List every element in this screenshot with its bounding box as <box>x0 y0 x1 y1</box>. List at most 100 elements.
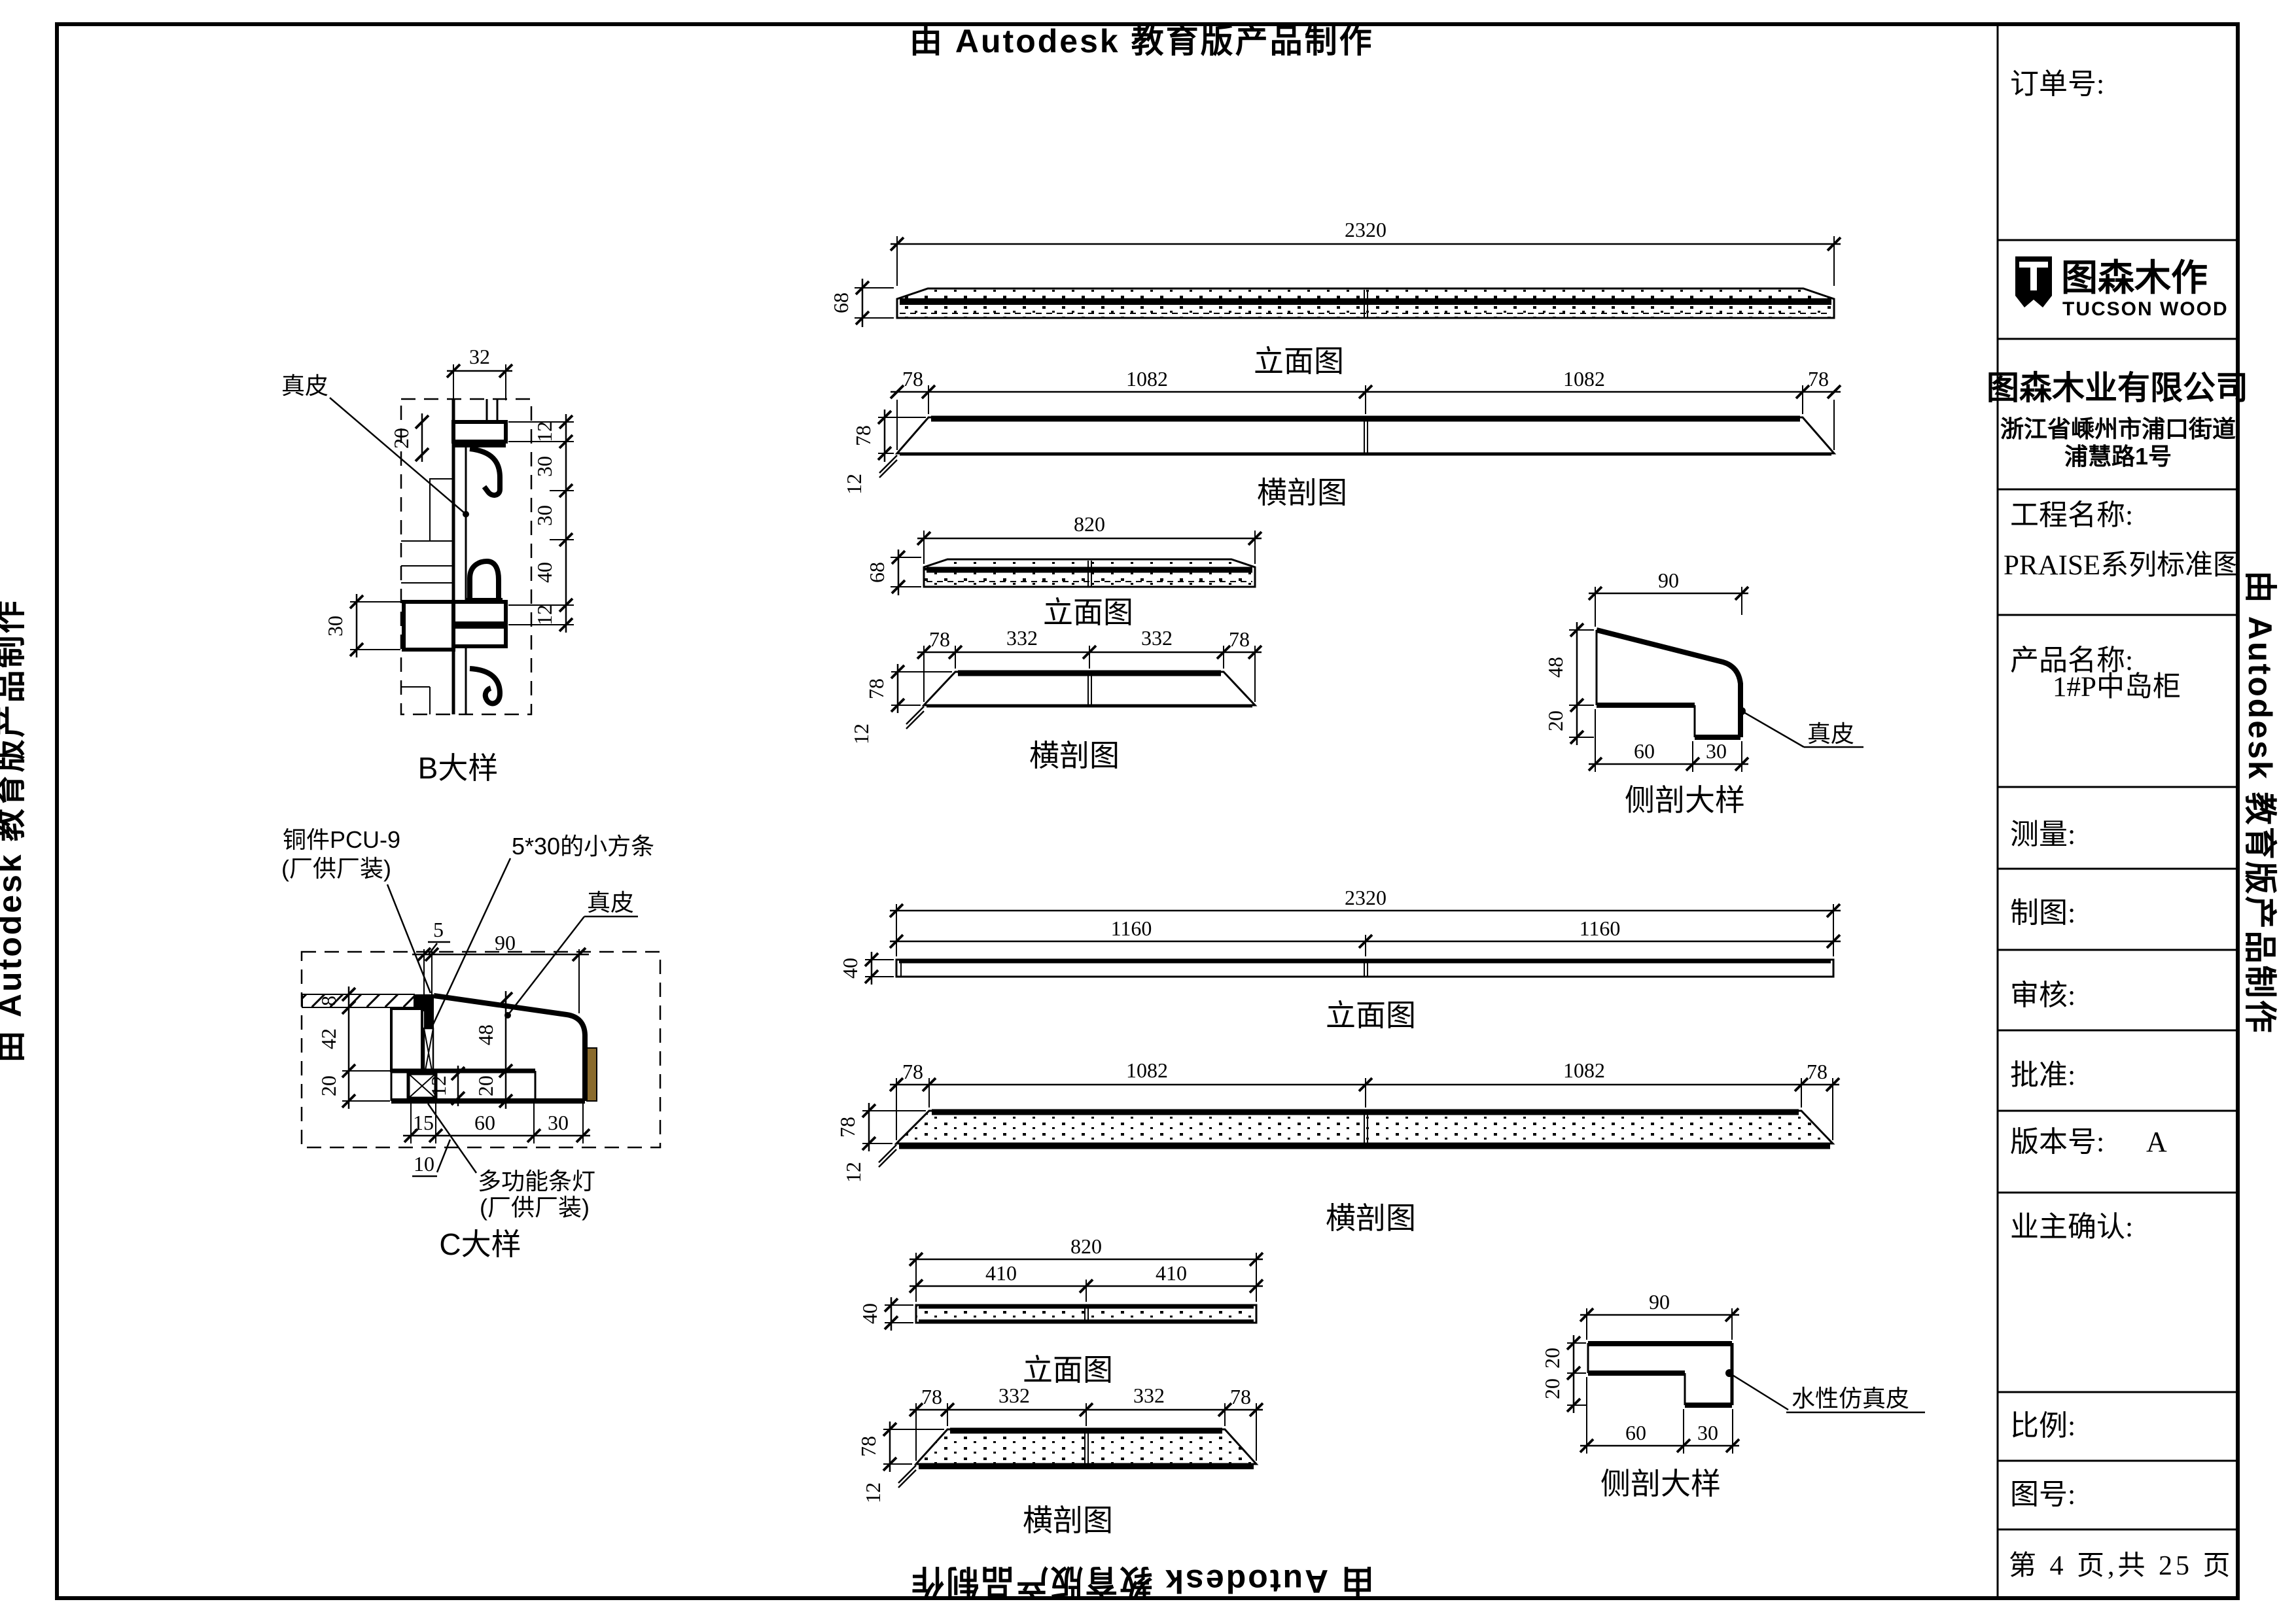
dim-text: 12 <box>533 421 556 442</box>
scale-label: 比例: <box>2010 1410 2075 1442</box>
copper-label: 铜件PCU-9 <box>283 826 400 853</box>
dim-text: 332 <box>998 1384 1030 1407</box>
detail-title: C大样 <box>439 1227 521 1261</box>
logo-en: TUCSON WOOD <box>2062 298 2229 320</box>
company-address-1: 浙江省嵊州市浦口街道 <box>2000 415 2236 442</box>
dim-text: 48 <box>474 1024 497 1045</box>
detail-title: B大样 <box>418 751 499 785</box>
dim-text: 12 <box>841 1162 865 1183</box>
dim-text: 78 <box>851 425 875 446</box>
dim-text: 32 <box>469 345 490 368</box>
dim-text: 12 <box>849 724 873 744</box>
version-label: 版本号: <box>2010 1126 2104 1158</box>
view1-elevation: 2320 68 立面图 <box>829 218 1842 378</box>
dim-text: 30 <box>533 456 556 477</box>
review-label: 审核: <box>2010 979 2075 1011</box>
view-label: 横剖图 <box>1257 476 1347 510</box>
dim-text: 78 <box>1230 1385 1251 1408</box>
banner-left: 由 Autodesk 教育版产品制作 <box>0 599 28 1063</box>
tucson-logo: 图森木作 TUCSON WOOD <box>2015 256 2229 320</box>
dim-text: 1082 <box>1563 367 1605 391</box>
banner-right: 由 Autodesk 教育版产品制作 <box>2242 570 2278 1035</box>
title-block: 订单号: 图森木作 TUCSON WOOD 图森木业有限公司 浙江省嵊州市浦口街… <box>1987 24 2248 1598</box>
dim-text: 12 <box>533 604 556 625</box>
dim-text: 30 <box>1706 739 1727 763</box>
dim-text: 42 <box>317 1028 340 1049</box>
dim-text: 78 <box>902 367 923 391</box>
dim-text: 1082 <box>1126 1058 1168 1082</box>
view4-section: 78 332 332 78 78 12 横剖图 <box>849 626 1263 773</box>
dim-text: 78 <box>1808 367 1829 391</box>
project-label: 工程名称: <box>2010 499 2133 531</box>
dim-text: 12 <box>427 1075 450 1096</box>
dim-text: 30 <box>1697 1421 1718 1444</box>
dim-text: 20 <box>474 1075 497 1096</box>
detail-c: 5 90 8 42 20 48 20 12 <box>281 826 662 1261</box>
dim-text: 12 <box>842 474 866 495</box>
view-label: 立面图 <box>1326 998 1416 1032</box>
leather-label: 真皮 <box>587 889 634 916</box>
light-label: 多功能条灯 <box>478 1168 595 1195</box>
banner-top: 由 Autodesk 教育版产品制作 <box>910 23 1374 60</box>
dim-text: 410 <box>985 1261 1017 1285</box>
dim-text: 68 <box>865 562 889 583</box>
detail-title: 侧剖大样 <box>1600 1467 1721 1501</box>
company-address-2: 浦慧路1号 <box>2064 443 2172 470</box>
dim-text: 332 <box>1141 626 1173 650</box>
dim-text: 68 <box>829 292 853 313</box>
view5-elevation: 2320 1160 1160 40 立面图 <box>838 886 1841 1032</box>
view6-section: 78 1082 1082 78 78 12 横剖图 <box>836 1058 1841 1235</box>
dim-text: 40 <box>533 562 556 583</box>
draft-label: 制图: <box>2010 897 2075 929</box>
copper-label2: (厂供厂装) <box>281 855 391 882</box>
order-label: 订单号: <box>2010 68 2104 100</box>
dim-text: 78 <box>929 627 950 651</box>
dim-text: 30 <box>548 1111 569 1134</box>
view-label: 立面图 <box>1043 595 1133 629</box>
dim-text: 30 <box>323 616 347 637</box>
view8-section: 78 332 332 78 78 12 横剖图 <box>857 1384 1264 1537</box>
dim-text: 78 <box>836 1117 859 1138</box>
dim-text: 820 <box>1074 512 1105 536</box>
dim-text: 20 <box>1540 1348 1564 1369</box>
dim-text: 60 <box>1625 1421 1646 1444</box>
dim-text: 78 <box>857 1436 880 1457</box>
page-text: 第 4 页,共 25 页 <box>2009 1551 2234 1581</box>
dim-text: 410 <box>1156 1261 1187 1285</box>
dim-text: 90 <box>1658 568 1679 592</box>
view7-elevation: 820 410 410 40 立面图 <box>858 1234 1264 1387</box>
dim-text: 332 <box>1133 1384 1165 1407</box>
dim-text: 30 <box>533 505 556 526</box>
dim-text: 8 <box>317 996 340 1006</box>
dim-text: 5 <box>433 918 444 941</box>
approve-label: 批准: <box>2010 1059 2075 1091</box>
detail-b: 32 20 12 30 30 40 12 <box>281 345 574 785</box>
owner-label: 业主确认: <box>2010 1211 2133 1243</box>
dim-text: 2320 <box>1345 218 1386 241</box>
leather-label: 真皮 <box>1807 720 1854 747</box>
dim-text: 20 <box>1544 710 1567 731</box>
view-label: 立面图 <box>1023 1353 1113 1387</box>
dim-text: 20 <box>389 428 413 449</box>
dim-text: 40 <box>838 958 862 979</box>
leather-label: 真皮 <box>281 372 328 399</box>
survey-label: 测量: <box>2010 818 2075 850</box>
light-label2: (厂供厂装) <box>480 1194 590 1221</box>
dim-text: 332 <box>1006 626 1038 650</box>
side-detail-2: 90 20 20 60 30 水性仿真皮 侧剖大样 <box>1540 1290 1925 1501</box>
dim-text: 1082 <box>1126 367 1168 391</box>
dim-text: 78 <box>864 678 888 699</box>
dim-text: 1160 <box>1580 916 1621 940</box>
view-label: 横剖图 <box>1029 739 1120 773</box>
dim-text: 90 <box>1649 1290 1670 1314</box>
dim-text: 78 <box>1807 1060 1828 1083</box>
dim-text: 40 <box>858 1303 881 1324</box>
dim-text: 90 <box>495 931 516 954</box>
dim-text: 48 <box>1544 657 1567 678</box>
dim-text: 820 <box>1070 1234 1102 1258</box>
dim-text: 12 <box>861 1482 885 1503</box>
view3-elevation: 820 68 立面图 <box>865 512 1263 629</box>
dim-text: 10 <box>414 1152 434 1176</box>
dim-text: 20 <box>1540 1378 1564 1399</box>
